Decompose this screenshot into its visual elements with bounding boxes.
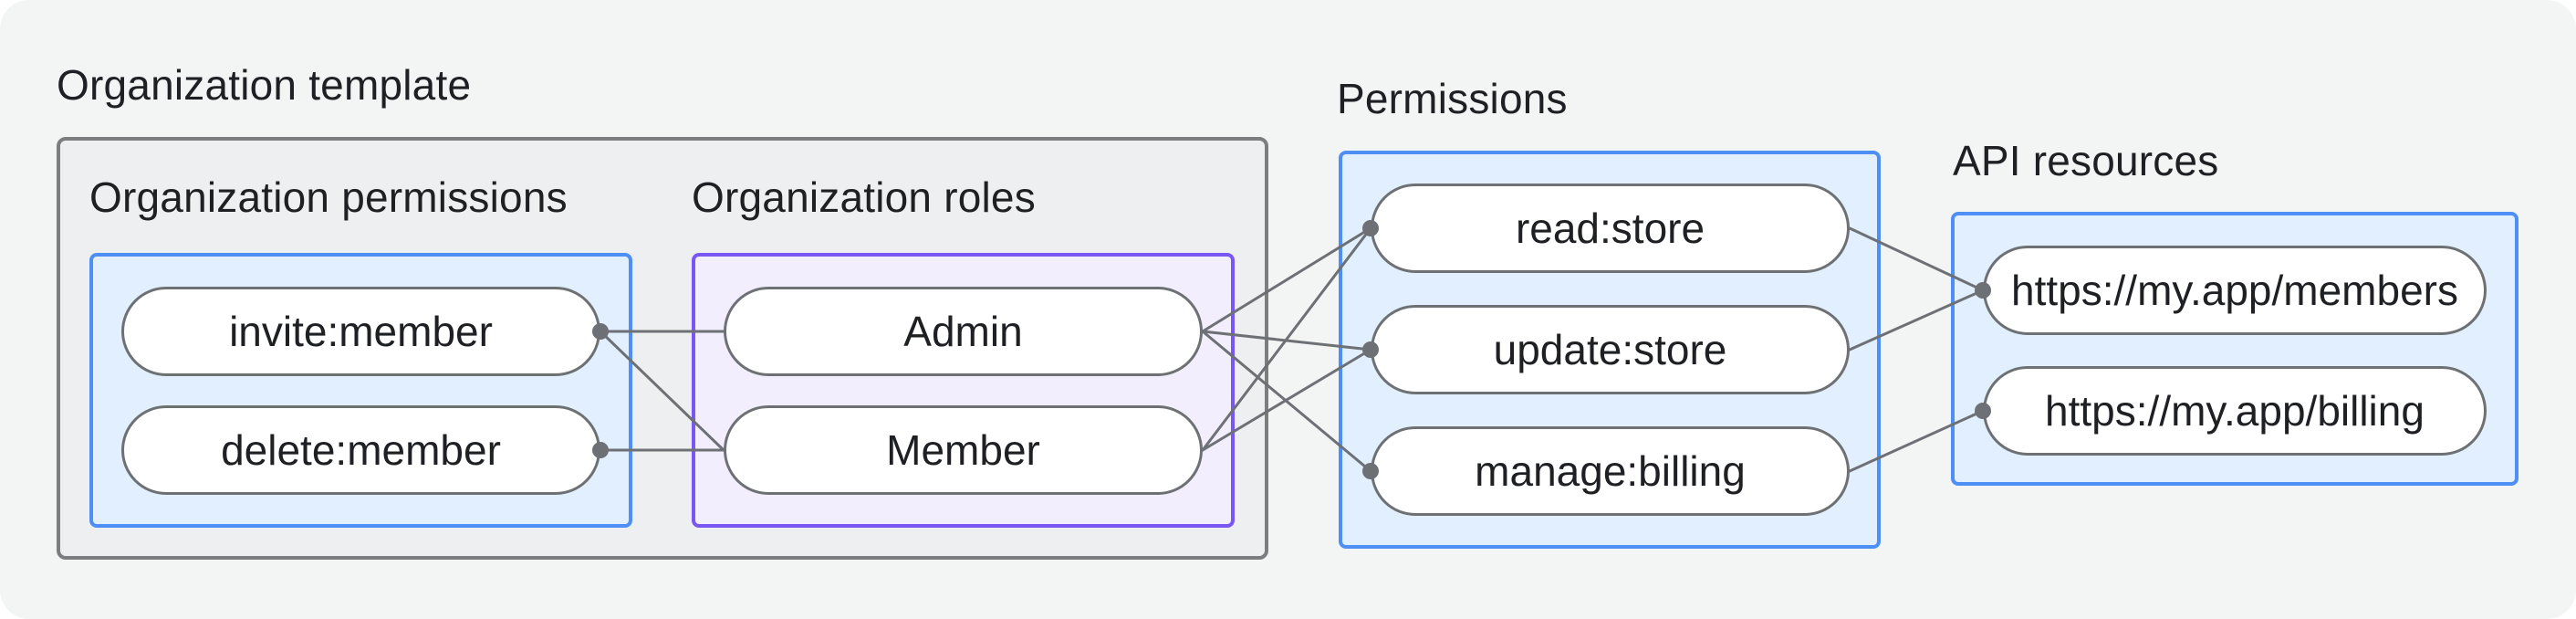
org-template-title: Organization template [57, 61, 472, 109]
node-read-store: read:store [1371, 184, 1850, 273]
node-update-store: update:store [1371, 305, 1850, 394]
org-roles-label: Organization roles [692, 173, 1036, 221]
node-member: Member [724, 405, 1203, 495]
node-invite-member: invite:member [121, 287, 600, 376]
node-delete-member: delete:member [121, 405, 600, 495]
node-manage-billing: manage:billing [1371, 426, 1850, 516]
node-members-api-url: https://my.app/members [1983, 246, 2487, 335]
node-admin: Admin [724, 287, 1203, 376]
org-permissions-label: Organization permissions [89, 173, 568, 221]
permissions-label: Permissions [1337, 75, 1568, 122]
api-resources-label: API resources [1953, 137, 2219, 184]
node-billing-api-url: https://my.app/billing [1983, 366, 2487, 456]
